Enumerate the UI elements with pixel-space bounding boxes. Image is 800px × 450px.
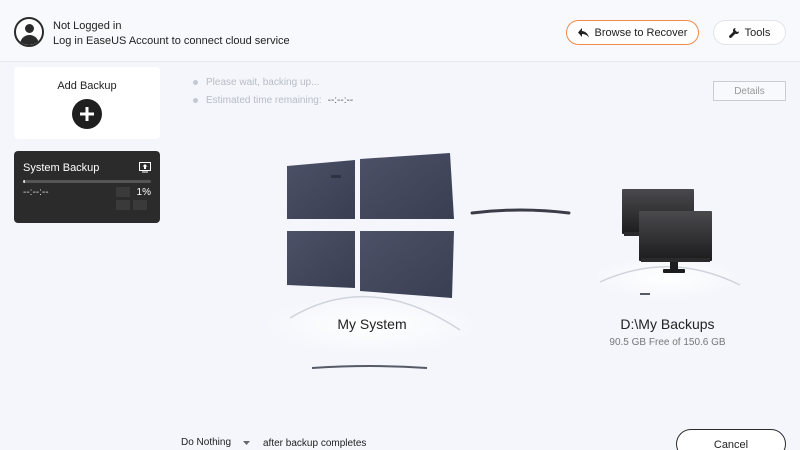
after-backup-select[interactable]: Do Nothing [181, 437, 251, 448]
tools-button[interactable]: Tools [713, 20, 786, 45]
system-backup-task-card[interactable]: System Backup --:--:-- 1% [14, 151, 160, 223]
bullet-icon [193, 98, 198, 103]
destination-name[interactable]: D:\My Backups [620, 316, 715, 332]
after-backup-value: Do Nothing [181, 437, 232, 448]
source-name[interactable]: My System [337, 316, 407, 332]
chevron-down-icon [243, 437, 251, 448]
browse-to-recover-button[interactable]: Browse to Recover [566, 20, 699, 45]
plus-icon[interactable] [72, 99, 102, 129]
top-bar: Not Logged in Log in EaseUS Account to c… [0, 0, 800, 62]
user-status-subtitle[interactable]: Log in EaseUS Account to connect cloud s… [53, 35, 290, 47]
tools-label: Tools [744, 26, 771, 39]
bullet-icon [193, 80, 198, 85]
details-button[interactable]: Details [713, 81, 786, 101]
status-remaining-label: Estimated time remaining: [206, 95, 322, 106]
task-percent: 1% [136, 187, 151, 198]
user-status-title[interactable]: Not Logged in [53, 20, 122, 32]
destination-space: 90.5 GB Free of 150.6 GB [609, 337, 726, 348]
status-remaining-value: --:--:-- [327, 95, 354, 106]
monitor-upload-icon[interactable] [139, 160, 151, 178]
task-progress-bar [23, 180, 151, 183]
after-backup-label: after backup completes [263, 438, 367, 449]
status-waiting-text: Please wait, backing up... [206, 77, 320, 88]
back-arrow-icon [577, 27, 589, 38]
computers-icon [622, 189, 712, 273]
status-waiting-line: Please wait, backing up... [193, 77, 319, 88]
add-backup-card[interactable]: Add Backup [14, 67, 160, 139]
user-avatar-icon[interactable] [14, 17, 44, 47]
status-remaining-line: Estimated time remaining: --:--:-- [193, 95, 353, 106]
add-backup-label: Add Backup [57, 80, 117, 92]
task-name: System Backup [23, 162, 100, 174]
cancel-button[interactable]: Cancel [676, 429, 786, 450]
windows-logo-icon [287, 153, 454, 298]
browse-to-recover-label: Browse to Recover [594, 26, 688, 39]
task-time: --:--:-- [23, 187, 49, 198]
wrench-icon [728, 27, 739, 38]
